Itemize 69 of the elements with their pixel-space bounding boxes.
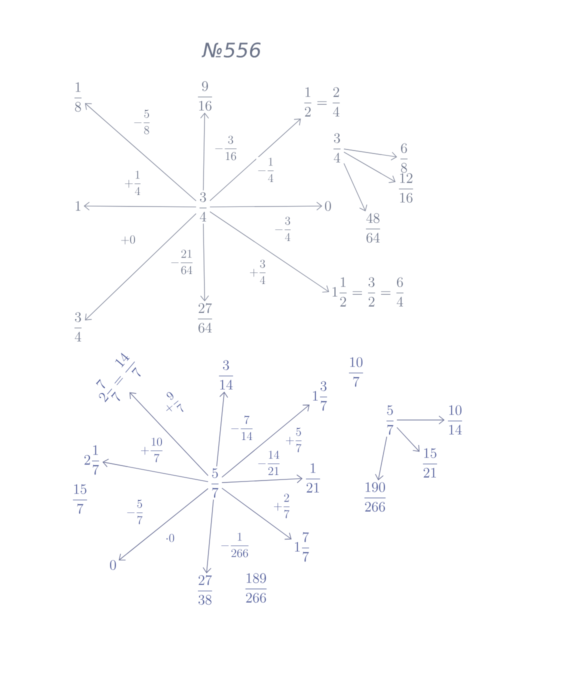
arrow [344, 152, 396, 183]
fraction: $\frac{3}{4}$ [74, 312, 82, 342]
fraction: $\frac{27}{64}$ [198, 303, 212, 333]
edge-label: $+\frac{9}{7}$ [156, 388, 188, 422]
fraction: $\frac{15}{7}$ [72, 484, 88, 514]
arrow [222, 474, 303, 484]
arrow [210, 211, 330, 293]
equation: $2\frac{7}{7}=\frac{14}{7}$ [96, 352, 141, 402]
edge-label: $-\frac{1}{266}$ [219, 532, 251, 558]
mixed-number: $2\frac{1}{7}$ [84, 445, 100, 475]
operation-note: $\cdot 0$ [164, 533, 176, 543]
edge-label: $+\frac{3}{4}$ [248, 258, 268, 286]
arrow [344, 163, 368, 212]
arrow [84, 213, 196, 320]
fraction: $\frac{5}{7}$ [211, 468, 219, 498]
arrow [200, 223, 209, 302]
edge-label: $-\frac{3}{16}$ [213, 134, 239, 162]
edge-label: $-\frac{5}{8}$ [132, 108, 152, 136]
equation: $\frac{1}{2}=\frac{2}{4}$ [304, 87, 340, 116]
arrow [375, 436, 388, 480]
fraction: $\frac{27}{38}$ [198, 575, 212, 605]
fraction: $\frac{3}{4}$ [199, 192, 207, 222]
edge-label: $+\frac{1}{4}$ [123, 170, 143, 196]
edge-label: $-\frac{21}{64}$ [169, 248, 195, 276]
fraction: $\frac{3}{14}$ [218, 360, 234, 390]
edge-label: $+\frac{5}{7}$ [284, 426, 304, 454]
fraction: $\frac{10}{7}$ [348, 357, 364, 387]
edge-label: $-\frac{14}{21}$ [256, 450, 282, 476]
fraction: $\frac{1}{21}$ [306, 463, 320, 492]
arrow [130, 392, 208, 476]
arrow [222, 404, 310, 478]
arrow [200, 112, 209, 191]
fraction: $\frac{190}{266}$ [364, 482, 386, 512]
edge-label: $+\frac{2}{7}$ [272, 492, 292, 520]
arrow [210, 118, 301, 202]
arrow [202, 499, 214, 574]
arrow [222, 488, 292, 540]
title: №556 [202, 42, 261, 58]
arrow [210, 202, 322, 210]
arrow [84, 202, 196, 210]
number: $0$ [325, 201, 331, 211]
edge-label: $-\frac{1}{4}$ [256, 156, 276, 184]
fraction: $\frac{189}{266}$ [245, 573, 267, 603]
edge-label: $+0$ [120, 234, 136, 246]
fraction: $\frac{15}{21}$ [422, 448, 438, 478]
edge-label: $+\frac{10}{7}$ [139, 436, 165, 464]
number: $0$ [110, 560, 116, 570]
fraction: $\frac{9}{16}$ [198, 81, 212, 111]
fraction: $\frac{6}{8}$ [400, 143, 408, 173]
arrow [344, 148, 398, 160]
arrow [396, 416, 445, 424]
arrow [216, 392, 228, 467]
number: $1$ [76, 201, 80, 211]
arrow [84, 103, 196, 202]
arrow [396, 427, 420, 452]
fraction: $\frac{48}{64}$ [366, 213, 380, 243]
fraction: $\frac{12}{16}$ [398, 173, 414, 203]
edge-label: $-\frac{7}{14}$ [229, 414, 255, 442]
edge-label: $-\frac{5}{7}$ [125, 498, 145, 526]
fraction: $\frac{1}{8}$ [74, 82, 82, 112]
edge-label: $-\frac{3}{4}$ [273, 216, 293, 242]
mixed-number: $1\frac{3}{7}$ [313, 381, 328, 411]
arrow [102, 458, 208, 482]
fraction: $\frac{5}{7}$ [386, 405, 394, 435]
mixed-number: $1\frac{7}{7}$ [295, 532, 310, 562]
fraction: $\frac{10}{14}$ [448, 405, 462, 434]
equation: $1\frac{1}{2}=\frac{3}{2}=\frac{6}{4}$ [332, 277, 404, 306]
fraction: $\frac{3}{4}$ [333, 133, 341, 162]
arrow [118, 488, 208, 560]
